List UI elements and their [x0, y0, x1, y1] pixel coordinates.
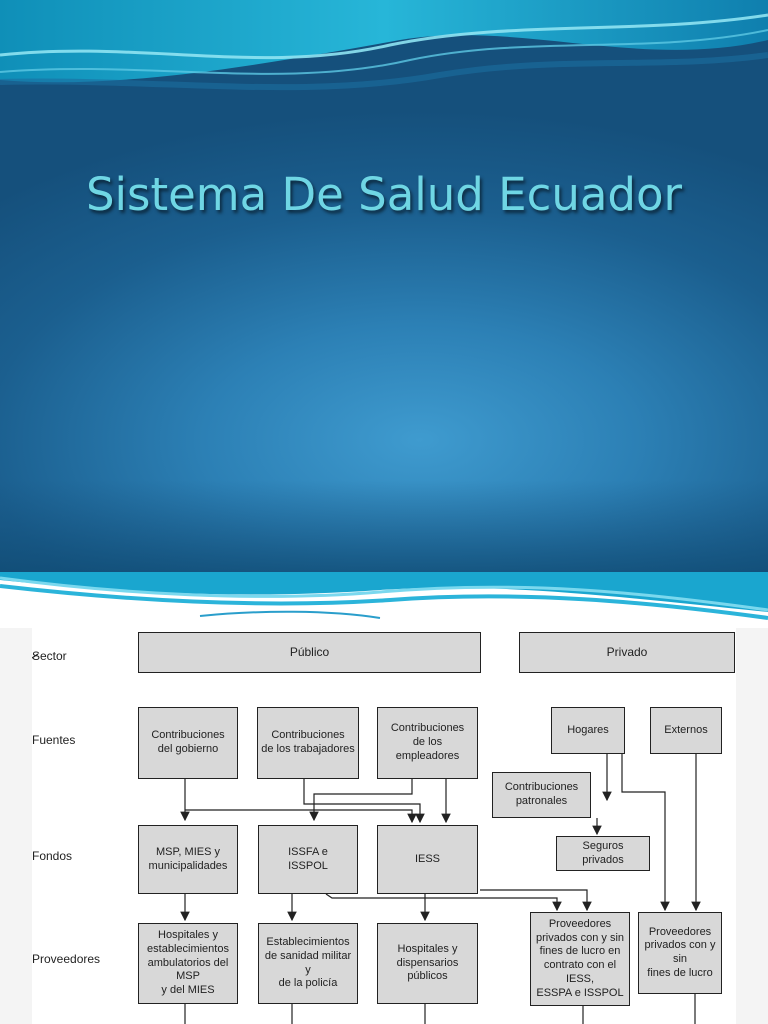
slide-title: Sistema De Salud Ecuador — [85, 168, 683, 221]
fuente-hogares-box: Hogares — [551, 707, 625, 754]
row-label-fuentes: Fuentes — [32, 733, 76, 747]
fondo-issfa-box: ISSFA e ISSPOL — [258, 825, 358, 894]
fuente-empleadores-box: Contribuciones de los empleadores — [377, 707, 478, 779]
fuente-externos-box: Externos — [650, 707, 722, 754]
top-wave-decoration — [0, 0, 768, 578]
bottom-wave-decoration — [0, 572, 768, 628]
fondo-seguros-box: Seguros privados — [556, 836, 650, 871]
fuente-patronales-box: Contribuciones patronales — [492, 772, 591, 818]
proveedor-privados-box: Proveedores privados con y sin fines de … — [638, 912, 722, 994]
row-label-fondos: Fondos — [32, 849, 73, 863]
fondo-iess-box: IESS — [377, 825, 478, 894]
fuente-gobierno-box: Contribuciones del gobierno — [138, 707, 238, 779]
fondo-msp-box: MSP, MIES y municipalidades — [138, 825, 238, 894]
health-system-diagram: Sector Fuentes Fondos Proveedores Públic… — [32, 622, 736, 1024]
connector-lines — [32, 653, 701, 1024]
proveedor-hospitales-msp-box: Hospitales y establecimientos ambulatori… — [138, 923, 238, 1004]
proveedor-sanidad-box: Establecimientos de sanidad militar y de… — [258, 923, 358, 1004]
sector-publico-box: Público — [138, 632, 481, 673]
fuente-trabajadores-box: Contribuciones de los trabajadores — [257, 707, 359, 779]
title-slide: Sistema De Salud Ecuador — [0, 0, 768, 578]
proveedor-dispensarios-box: Hospitales y dispensarios públicos — [377, 923, 478, 1004]
proveedor-privados-contrato-box: Proveedores privados con y sin fines de … — [530, 912, 630, 1006]
sector-privado-box: Privado — [519, 632, 735, 673]
row-label-sector: Sector — [32, 649, 67, 663]
row-label-proveedores: Proveedores — [32, 952, 101, 966]
